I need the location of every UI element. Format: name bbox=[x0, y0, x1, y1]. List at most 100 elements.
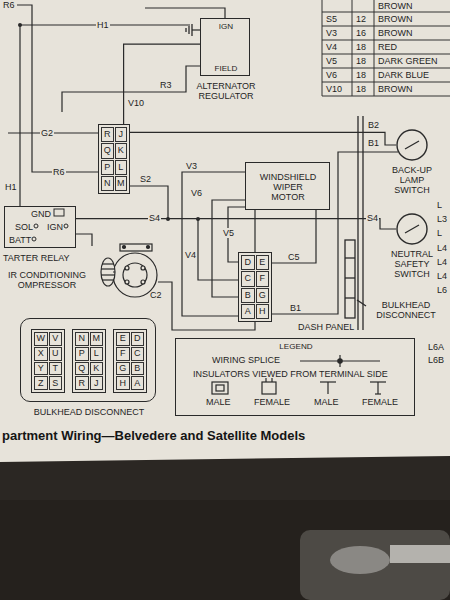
background bbox=[0, 0, 450, 464]
pin-letter: E bbox=[116, 332, 130, 346]
table-cell: BROWN bbox=[378, 14, 413, 24]
wire-label: G2 bbox=[40, 128, 54, 138]
wire-table-grid bbox=[322, 40, 450, 41]
compressor-illustration bbox=[141, 280, 145, 284]
wire-table-grid bbox=[322, 12, 450, 13]
background bbox=[300, 530, 450, 600]
backup-lamp-switch: BACK-UP LAMP SWITCH bbox=[396, 129, 428, 161]
node-label: BATT bbox=[9, 235, 31, 245]
legend-samples bbox=[212, 382, 228, 394]
wire-code: L bbox=[437, 228, 442, 238]
relay-terminals bbox=[34, 224, 38, 228]
legend-samples bbox=[339, 355, 340, 367]
pin-letter: E bbox=[256, 255, 270, 270]
bulkhead-disconnect: BULKHEAD DISCONNECTWVXUYTZSNMPLQKRJEDFCG… bbox=[20, 318, 156, 402]
pin-letter: R bbox=[101, 127, 114, 142]
relay-terminals bbox=[32, 209, 68, 241]
pin-letter: S bbox=[49, 376, 63, 390]
wire-label: V5 bbox=[222, 228, 235, 238]
wire-label: V6 bbox=[191, 188, 202, 198]
wire-label: IR CONDITIONING OMPRESSOR bbox=[2, 270, 92, 290]
pin-letter: N bbox=[75, 332, 89, 346]
wire-table-grid bbox=[322, 0, 450, 96]
wire-label: R6 bbox=[3, 0, 15, 10]
neutral-safety-switch: NEUTRAL SAFETY SWITCH bbox=[396, 213, 428, 245]
legend-text: FEMALE bbox=[254, 397, 290, 407]
compressor-illustration bbox=[125, 266, 129, 270]
pin-letter: B bbox=[131, 362, 145, 376]
pin-letter: J bbox=[90, 376, 104, 390]
node-label: ALTERNATOR REGULATOR bbox=[191, 81, 261, 101]
table-cell: 18 bbox=[356, 56, 366, 66]
table-cell: 12 bbox=[356, 14, 366, 24]
pin-letter: G bbox=[116, 362, 130, 376]
connector-insulator: WVXUYTZS bbox=[31, 329, 65, 393]
connector-insulator: EDFCGBHA bbox=[113, 329, 147, 393]
pin-letter: V bbox=[49, 332, 63, 346]
compressor-illustration bbox=[102, 263, 114, 264]
wire-label: B1 bbox=[368, 138, 379, 148]
wires bbox=[272, 210, 316, 263]
wire-label: H1 bbox=[96, 20, 110, 30]
dash-panel bbox=[345, 116, 366, 330]
wires bbox=[62, 66, 200, 112]
compressor-illustration bbox=[123, 246, 126, 249]
wire-label: B1 bbox=[290, 303, 301, 313]
wire-label: H1 bbox=[5, 182, 17, 192]
legend-samples bbox=[327, 382, 328, 394]
pin-letter: W bbox=[34, 332, 48, 346]
background bbox=[330, 546, 390, 574]
wires bbox=[192, 29, 200, 30]
dash-panel bbox=[345, 297, 355, 298]
wire-table-grid bbox=[322, 54, 450, 55]
switch-outline bbox=[397, 130, 427, 160]
compressor-illustration bbox=[123, 263, 147, 287]
wire-label: BULKHEAD DISCONNECT bbox=[370, 300, 442, 320]
wire-table-grid bbox=[322, 68, 450, 69]
ground-symbol bbox=[185, 28, 186, 32]
table-cell: 18 bbox=[356, 70, 366, 80]
compressor-illustration bbox=[113, 271, 115, 272]
relay-terminals bbox=[32, 237, 36, 241]
wire-code: L4 bbox=[437, 257, 447, 267]
wire-label: V10 bbox=[128, 98, 144, 108]
node-label: LEGEND bbox=[176, 342, 416, 352]
pin-letter: L bbox=[115, 160, 128, 175]
node-label: TARTER RELAY bbox=[3, 253, 70, 263]
wire-table-grid bbox=[322, 26, 450, 27]
wire-label: V3 bbox=[186, 161, 197, 171]
wire-label: S4 bbox=[148, 213, 161, 223]
wire-table-grid bbox=[322, 96, 450, 97]
pin-letter: M bbox=[90, 332, 104, 346]
pin-letter: Y bbox=[34, 362, 48, 376]
compressor-illustration bbox=[125, 280, 129, 284]
table-cell: V4 bbox=[326, 42, 337, 52]
legend-samples bbox=[262, 382, 276, 394]
table-cell: V5 bbox=[326, 56, 337, 66]
dash-panel bbox=[345, 240, 355, 318]
wire-label: DASH PANEL bbox=[298, 322, 354, 332]
wire-table-grid bbox=[322, 82, 450, 83]
alternator-regulator: IGNFIELDALTERNATOR REGULATOR bbox=[200, 18, 250, 76]
wire-code: L bbox=[437, 200, 442, 210]
legend-samples bbox=[375, 393, 381, 394]
legend-samples bbox=[377, 382, 378, 394]
table-cell: V6 bbox=[326, 70, 337, 80]
node-label: IGN bbox=[47, 222, 63, 232]
connector-insulator: NMPLQKRJ bbox=[72, 329, 106, 393]
wiper-motor: WINDSHIELD WIPER MOTOR bbox=[245, 162, 330, 210]
pin-letter: F bbox=[116, 347, 130, 361]
node-label: BULKHEAD DISCONNECT bbox=[21, 407, 157, 417]
background bbox=[390, 545, 450, 563]
compressor-illustration bbox=[147, 246, 150, 249]
wire-label: C5 bbox=[288, 252, 300, 262]
pin-letter: K bbox=[115, 143, 128, 158]
pin-letter: C bbox=[241, 271, 255, 286]
dash-panel bbox=[345, 277, 355, 278]
pin-letter: M bbox=[115, 176, 128, 191]
wires bbox=[182, 172, 245, 316]
pin-letter: B bbox=[241, 288, 255, 303]
pin-letter: A bbox=[131, 376, 145, 390]
